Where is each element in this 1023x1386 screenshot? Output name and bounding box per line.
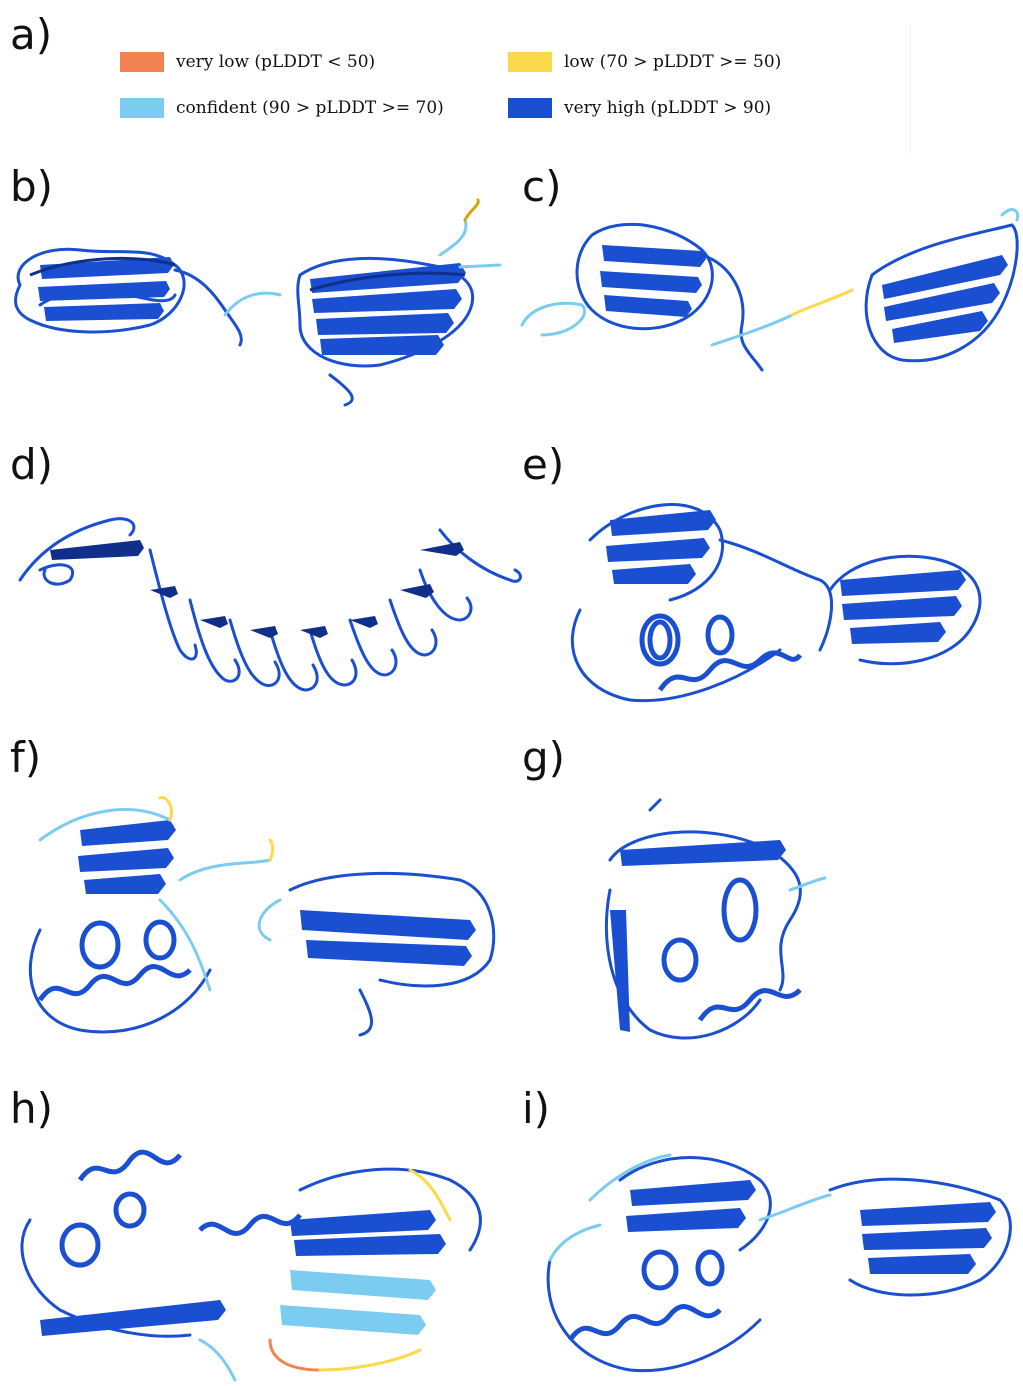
structure-i xyxy=(530,1140,1020,1386)
structure-f xyxy=(0,790,510,1050)
panel-label-d: d) xyxy=(10,444,53,486)
structure-e xyxy=(520,480,1020,720)
legend-item-confident: confident (90 > pLDDT >= 70) xyxy=(120,98,444,118)
panel-label-g: g) xyxy=(522,737,565,779)
panel-label-i: i) xyxy=(522,1088,550,1130)
legend-swatch-confident xyxy=(120,98,164,118)
legend-item-very-high: very high (pLDDT > 90) xyxy=(508,98,771,118)
legend-divider xyxy=(910,24,911,154)
panel-label-h: h) xyxy=(10,1088,53,1130)
legend-label-confident: confident (90 > pLDDT >= 70) xyxy=(176,98,444,118)
legend-swatch-low xyxy=(508,52,552,72)
legend-swatch-very-low xyxy=(120,52,164,72)
structure-g xyxy=(590,800,840,1050)
structure-d xyxy=(0,490,560,710)
structure-c xyxy=(512,195,1023,415)
structure-b xyxy=(0,195,510,415)
plddt-legend: very low (pLDDT < 50) low (70 > pLDDT >=… xyxy=(120,46,840,136)
legend-item-low: low (70 > pLDDT >= 50) xyxy=(508,52,781,72)
panel-label-a: a) xyxy=(10,14,52,56)
legend-label-very-high: very high (pLDDT > 90) xyxy=(564,98,771,118)
legend-label-very-low: very low (pLDDT < 50) xyxy=(176,52,375,72)
legend-label-low: low (70 > pLDDT >= 50) xyxy=(564,52,781,72)
legend-item-very-low: very low (pLDDT < 50) xyxy=(120,52,375,72)
structure-h xyxy=(0,1140,510,1386)
legend-swatch-very-high xyxy=(508,98,552,118)
panel-label-f: f) xyxy=(10,737,41,779)
